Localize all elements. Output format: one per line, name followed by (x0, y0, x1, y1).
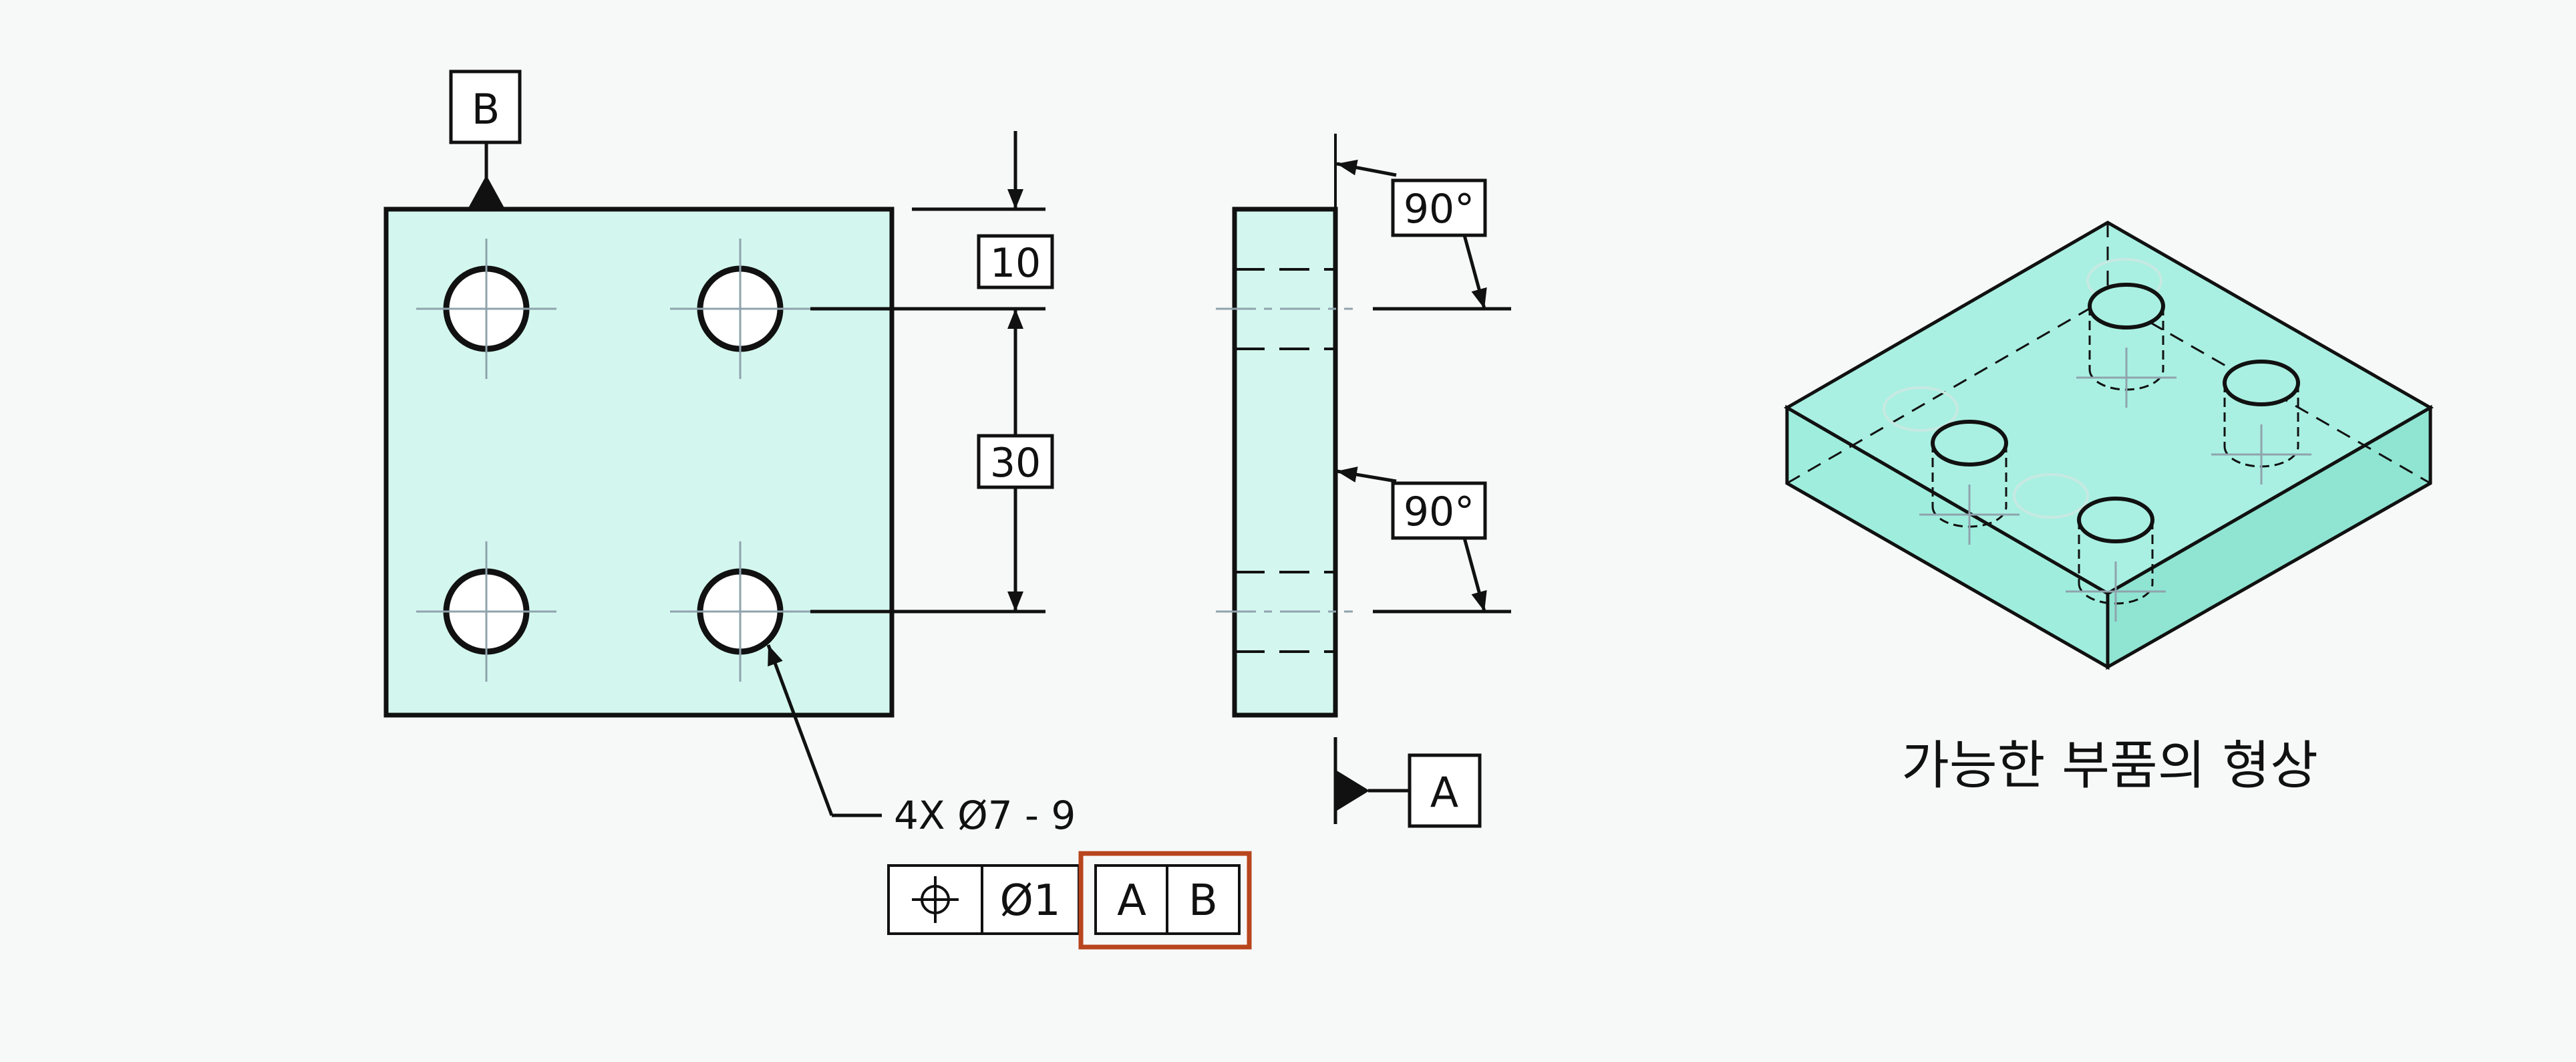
datum-a-symbol: A (1333, 737, 1482, 828)
hole-callout: 4X Ø7 - 9 (766, 644, 1076, 838)
fcf-datum-primary: A (1117, 876, 1146, 926)
isometric-view: 가능한 부품의 형상 (1784, 221, 2434, 796)
iso-hole-front (2066, 497, 2166, 622)
side-view: 90° 90° A (1216, 134, 1511, 828)
hole-callout-text: 4X Ø7 - 9 (894, 793, 1076, 838)
angle-90-top: 90° (1336, 159, 1487, 309)
feature-control-frame: Ø1 A B (887, 851, 1252, 950)
dimension-10-label: 10 (990, 240, 1041, 287)
datum-b-label: B (472, 85, 500, 134)
hole-bottom-right (670, 541, 810, 682)
hole-top-right (670, 239, 810, 379)
dimension-30: 30 (977, 309, 1054, 612)
datum-a-label: A (1430, 768, 1458, 817)
position-symbol-icon (912, 876, 959, 923)
side-view-plate (1232, 207, 1338, 718)
fcf-tolerance: Ø1 (999, 876, 1060, 926)
hole-bottom-left (416, 541, 556, 682)
fcf-datum-secondary: B (1188, 876, 1218, 926)
angle-90-bottom: 90° (1336, 467, 1487, 612)
iso-hole-back (2076, 283, 2177, 408)
datum-b-symbol: B (449, 70, 522, 209)
hole-top-left (416, 239, 556, 379)
iso-hole-left (1919, 420, 2020, 545)
dimension-10: 10 (977, 131, 1054, 289)
iso-hole-right (2211, 360, 2311, 485)
isometric-caption: 가능한 부품의 형상 (1901, 736, 2318, 796)
front-view: B 10 30 4X Ø7 - 9 (383, 70, 1252, 950)
angle-90-bottom-label: 90° (1404, 489, 1474, 535)
fcf-datum-highlight (1078, 851, 1252, 950)
dimension-30-label: 30 (990, 440, 1041, 487)
angle-90-top-label: 90° (1404, 186, 1474, 233)
